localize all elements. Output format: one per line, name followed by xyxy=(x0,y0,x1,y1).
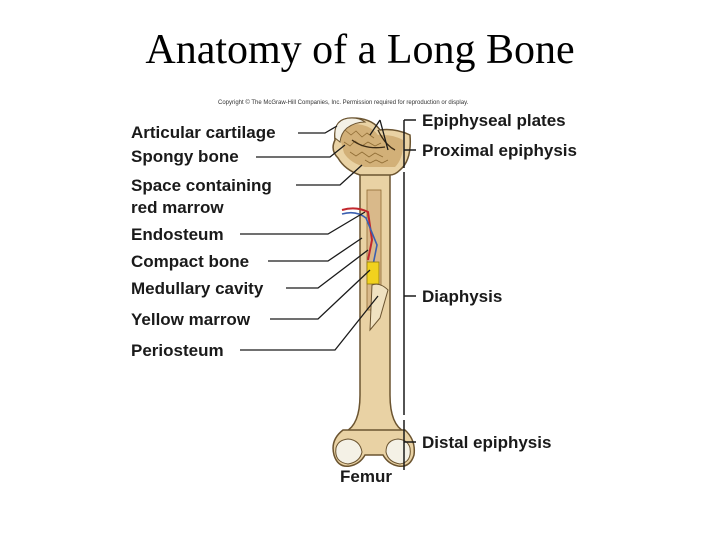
spongy-texture xyxy=(343,129,389,164)
label-distal-epiphysis: Distal epiphysis xyxy=(422,433,552,452)
label-endosteum: Endosteum xyxy=(131,225,224,244)
leader-lines xyxy=(240,119,389,351)
yellow-marrow xyxy=(366,261,380,285)
artery xyxy=(341,207,374,261)
periosteum-flap xyxy=(369,283,389,332)
label-spongy-bone: Spongy bone xyxy=(131,147,239,166)
label-diaphysis: Diaphysis xyxy=(422,287,503,306)
label-epiphyseal-plates: Epiphyseal plates xyxy=(422,111,566,130)
label-red-marrow: red marrow xyxy=(131,198,224,217)
copyright-notice: Copyright © The McGraw-Hill Companies, I… xyxy=(218,100,469,106)
vein xyxy=(341,211,378,266)
label-articular-cartilage: Articular cartilage xyxy=(131,123,276,142)
label-yellow-marrow: Yellow marrow xyxy=(131,310,251,329)
articular-cartilage xyxy=(334,117,367,143)
distal-cartilage-left xyxy=(335,438,363,465)
label-space-containing: Space containing xyxy=(131,176,272,195)
label-compact-bone: Compact bone xyxy=(131,252,250,271)
slide-title: Anatomy of a Long Bone xyxy=(145,27,575,73)
caption-femur: Femur xyxy=(340,467,392,486)
bracket-lines xyxy=(403,119,416,470)
label-proximal-epiphysis: Proximal epiphysis xyxy=(422,141,577,160)
label-periosteum: Periosteum xyxy=(131,341,224,360)
label-medullary-cavity: Medullary cavity xyxy=(131,279,264,298)
